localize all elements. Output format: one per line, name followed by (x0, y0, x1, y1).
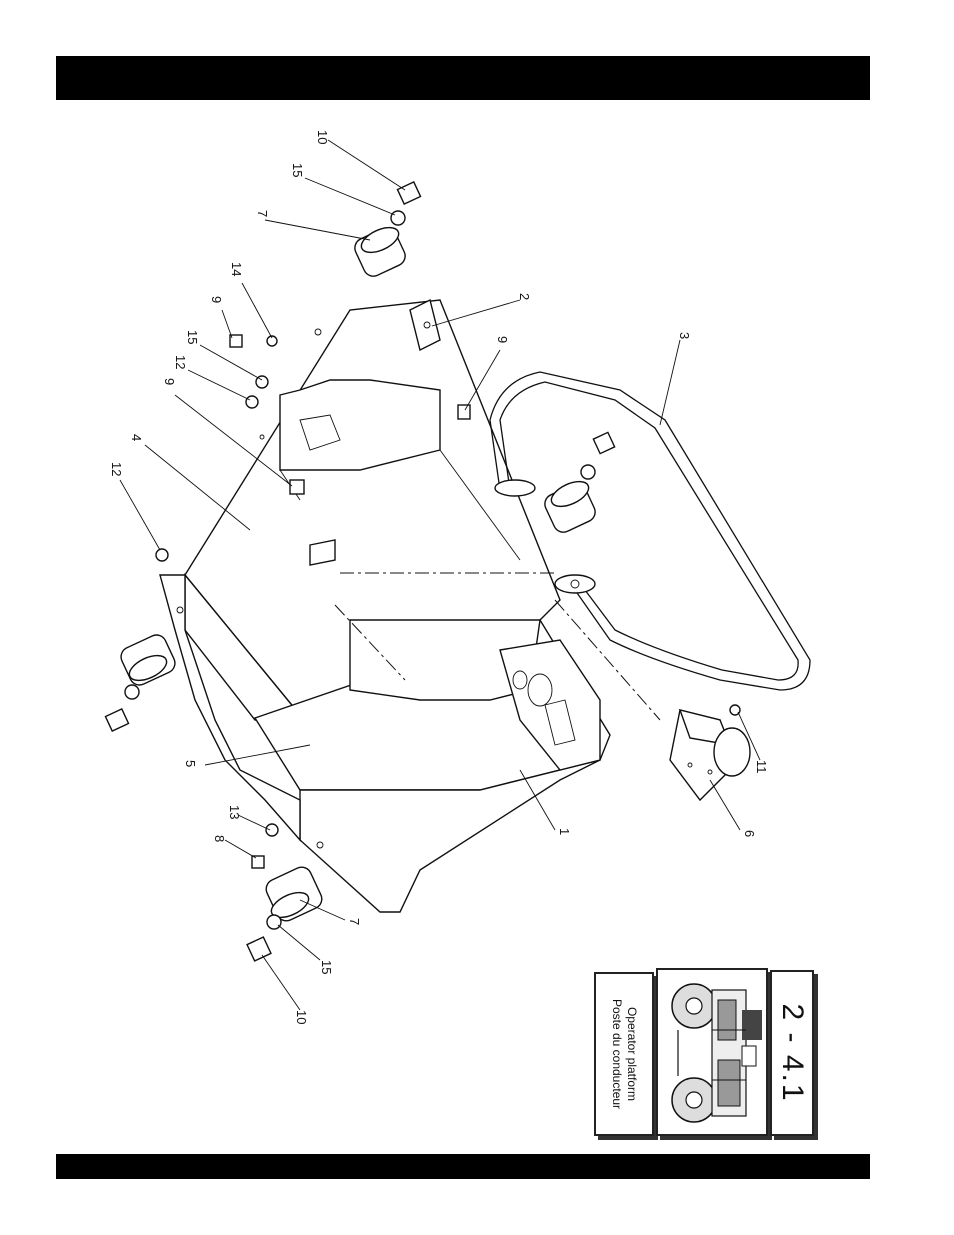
callout-8: 8 (212, 835, 227, 842)
callout-10-bottom: 10 (294, 1010, 309, 1024)
section-number: 2 - 4.1 (775, 1003, 809, 1102)
callout-15-mid: 15 (185, 330, 200, 344)
lamp-bracket-part-6 (670, 710, 750, 800)
section-label-fr: Poste du conducteur (609, 999, 624, 1109)
callout-15-top: 15 (290, 163, 305, 177)
section-image-box (656, 968, 768, 1136)
section-card: Operator platform Poste du conducteur 2 … (592, 968, 822, 1140)
callout-12-a: 12 (173, 355, 188, 369)
callout-6: 6 (742, 830, 757, 837)
section-number-box: 2 - 4.1 (770, 970, 814, 1136)
footer-bar (56, 1154, 870, 1179)
callout-2: 2 (517, 293, 532, 300)
callout-14: 14 (229, 262, 244, 276)
callout-12-b: 12 (109, 462, 124, 476)
callout-7-bottom: 7 (347, 918, 362, 925)
callout-7-top: 7 (255, 210, 270, 217)
callout-1: 1 (557, 828, 572, 835)
roller-machine-illustration-icon (658, 970, 766, 1134)
callout-4: 4 (129, 434, 144, 441)
section-label-en: Operator platform (624, 999, 639, 1109)
section-label-box: Operator platform Poste du conducteur (594, 972, 654, 1136)
callout-5: 5 (183, 760, 198, 767)
callout-15-bottom: 15 (319, 960, 334, 974)
callout-9-b: 9 (162, 378, 177, 385)
callout-9-c: 9 (495, 336, 510, 343)
callout-9-a: 9 (209, 296, 224, 303)
callout-11: 11 (754, 760, 769, 774)
callout-3: 3 (677, 332, 692, 339)
callout-13: 13 (227, 805, 242, 819)
callout-10-top: 10 (315, 130, 330, 144)
